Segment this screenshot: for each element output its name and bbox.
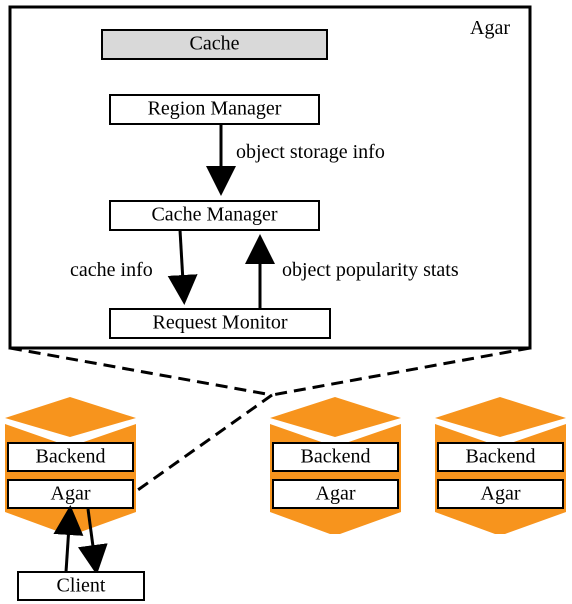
node-3-agar-box: [437, 479, 564, 509]
agar-to-client-arrow: [77, 508, 108, 575]
agar-expanded-container: [8, 5, 532, 350]
agar-container-label: Agar: [470, 17, 510, 39]
node-1-backend-box: [7, 442, 134, 472]
region-manager-box: [109, 94, 320, 125]
cache-manager-label: Cache Manager: [151, 204, 277, 226]
node-2-backend-box: [272, 442, 399, 472]
node-3-agar-label: Agar: [481, 483, 521, 505]
cache-info-arrow: [167, 229, 198, 305]
request-monitor-box: [109, 308, 331, 339]
cache-manager-box: [109, 200, 320, 231]
node-2-agar-box: [272, 479, 399, 509]
node-2-backend-label: Backend: [301, 446, 371, 468]
node-3-backend-label: Backend: [466, 446, 536, 468]
client-box: [17, 571, 145, 601]
zoom-line-left: [9, 346, 273, 397]
node-1-top-face: [5, 397, 136, 437]
node-1-agar-box: [7, 479, 134, 509]
node-1-backend-label: Backend: [36, 446, 106, 468]
zoom-line-right: [271, 346, 531, 397]
request-monitor-label: Request Monitor: [153, 312, 288, 334]
cache-box: [101, 29, 328, 60]
cache-label: Cache: [190, 33, 240, 55]
node-3-backend-box: [437, 442, 564, 472]
client-label: Client: [57, 575, 106, 597]
storage-info-label: object storage info: [236, 141, 385, 163]
zoom-line-node: [134, 393, 273, 494]
node-3-top-face: [435, 397, 566, 437]
server-node-2: Backend Agar: [270, 397, 401, 534]
server-node-3: Backend Agar: [435, 397, 566, 534]
node-2-top-face: [270, 397, 401, 437]
server-node-1: Backend Agar: [5, 397, 136, 534]
node-1-agar-label: Agar: [51, 483, 91, 505]
cache-info-label: cache info: [70, 259, 153, 281]
popularity-stats-label: object popularity stats: [282, 259, 459, 281]
client-to-agar-arrow: [53, 505, 84, 573]
region-manager-label: Region Manager: [148, 98, 282, 120]
node-2-agar-label: Agar: [316, 483, 356, 505]
